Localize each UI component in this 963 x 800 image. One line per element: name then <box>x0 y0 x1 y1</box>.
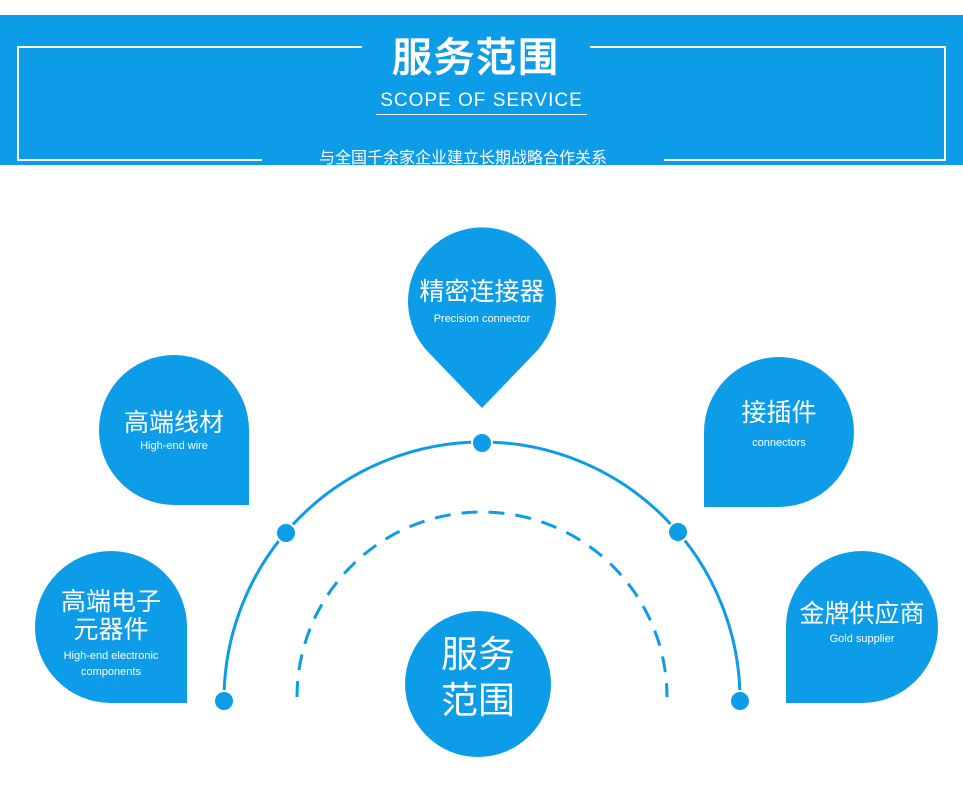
page-title-en: SCOPE OF SERVICE <box>376 90 587 115</box>
node-electronic-components: 高端电子 元器件 High-end electronic components <box>35 588 187 680</box>
node-gold-supplier: 金牌供应商 Gold supplier <box>786 598 938 647</box>
center-circle <box>405 611 551 757</box>
inner-dashed-arc <box>295 510 669 698</box>
arc-dot-lower-left <box>213 690 235 712</box>
bubble-electronic-components <box>35 551 187 703</box>
bubble-connectors <box>704 357 854 507</box>
node-label-zh-line1: 高端电子 <box>60 587 161 616</box>
node-label-zh-line2: 元器件 <box>73 615 149 644</box>
node-label-en: connectors <box>752 437 806 449</box>
bubble-high-end-wire <box>99 355 249 505</box>
node-label-zh: 高端线材 <box>123 408 224 437</box>
node-high-end-wire: 高端线材 High-end wire <box>99 407 249 454</box>
center-label: 服务 范围 <box>413 632 543 724</box>
arc-dot-top <box>471 432 493 454</box>
bubble-gold-supplier <box>786 551 938 703</box>
arc-dot-lower-right <box>729 690 751 712</box>
page-subtitle: 与全国千余家企业建立长期战略合作关系 <box>318 148 607 167</box>
node-label-en: High-end wire <box>140 440 208 452</box>
node-label-en-line2: components <box>81 666 141 678</box>
node-label-en: Precision connector <box>433 313 531 325</box>
node-precision-connector: 精密连接器 Precision connector <box>402 276 562 327</box>
center-label-line1: 服务 <box>441 633 515 676</box>
page-title: 服务范围 <box>392 35 560 81</box>
node-label-en: Gold supplier <box>829 633 895 645</box>
node-label-zh: 接插件 <box>741 398 817 427</box>
pin-precision-connector <box>408 227 556 408</box>
center-label-line2: 范围 <box>441 679 515 722</box>
node-label-zh: 金牌供应商 <box>799 599 925 628</box>
node-label-en-line1: High-end electronic <box>63 650 159 662</box>
header-banner: 服务范围 SCOPE OF SERVICE 与全国千余家企业建立长期战略合作关系 <box>0 15 963 167</box>
node-label-zh: 精密连接器 <box>419 277 545 306</box>
node-connectors: 接插件 connectors <box>704 397 854 451</box>
arc-dot-upper-right <box>667 521 689 543</box>
arc-dot-upper-left <box>275 522 297 544</box>
